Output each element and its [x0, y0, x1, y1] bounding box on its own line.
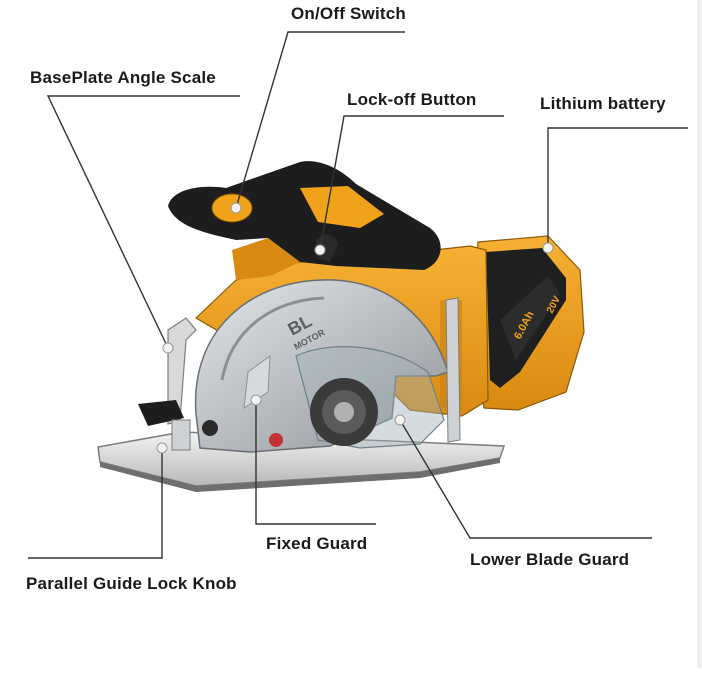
- dot-fixed-guard: [251, 395, 261, 405]
- label-fixed-guard: Fixed Guard: [266, 534, 367, 554]
- dot-parallel-guide-lock-knob: [157, 443, 167, 453]
- label-lithium-battery: Lithium battery: [540, 94, 666, 114]
- saw-handle: [168, 161, 441, 270]
- label-baseplate-angle-scale: BasePlate Angle Scale: [30, 68, 216, 88]
- label-parallel-guide-lock-knob: Parallel Guide Lock Knob: [26, 574, 237, 594]
- right-edge-strip: [697, 0, 702, 668]
- dot-lock-off-button: [315, 245, 325, 255]
- dot-on-off-switch: [231, 203, 241, 213]
- leader-lower-blade-guard: [400, 420, 652, 538]
- label-lock-off-button: Lock-off Button: [347, 90, 477, 110]
- rear-bracket: [446, 298, 460, 442]
- leader-lithium-battery: [548, 128, 688, 248]
- label-on-off-switch: On/Off Switch: [291, 4, 406, 24]
- dot-lower-blade-guard: [395, 415, 405, 425]
- label-lower-blade-guard: Lower Blade Guard: [470, 550, 629, 570]
- dot-lithium-battery: [543, 243, 553, 253]
- dot-baseplate-angle-scale: [163, 343, 173, 353]
